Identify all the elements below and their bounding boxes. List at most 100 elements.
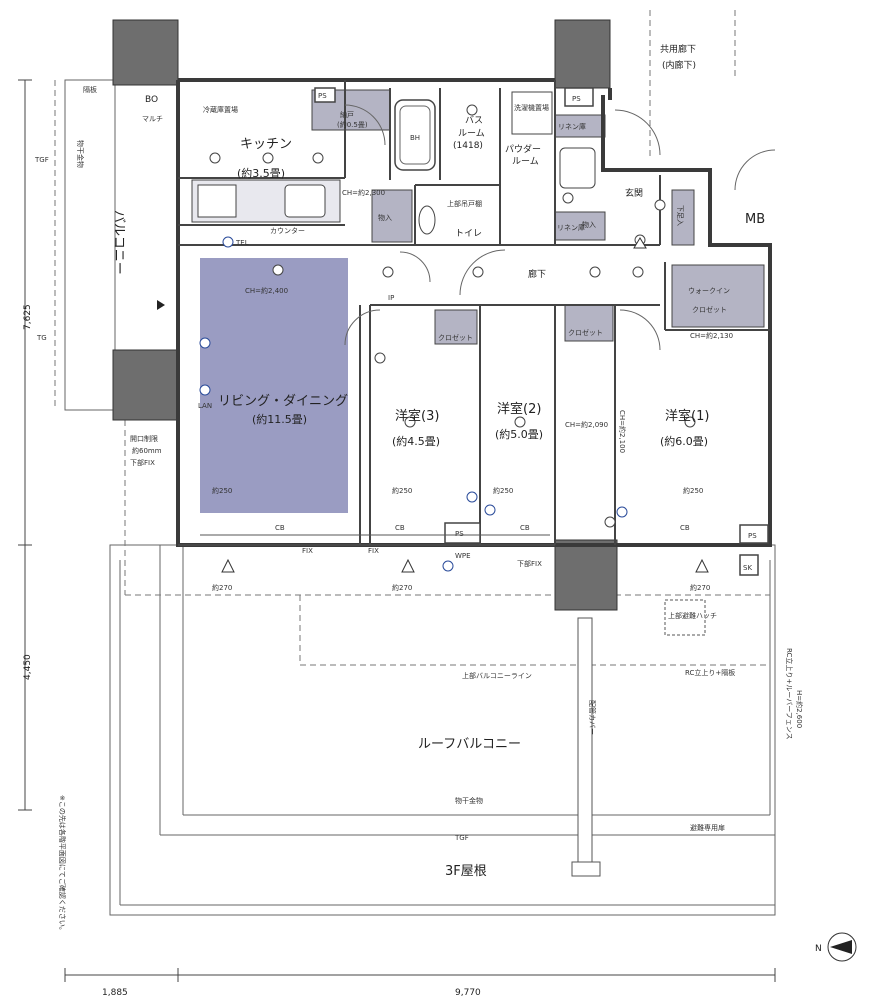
opening-limit: 開口制限 (130, 434, 158, 443)
d270-c: 約270 (690, 583, 710, 592)
walkin-name: ウォークイン (688, 287, 730, 295)
tgf2-label: TGF (454, 834, 469, 842)
cb-3: CB (520, 524, 530, 532)
shoe-label: 下足入 (676, 205, 684, 226)
closet-3: クロゼット (438, 333, 473, 342)
western1-name: 洋室(1) (665, 408, 709, 424)
dim-left-bottom: 4,450 (23, 654, 33, 680)
fix-label-1: FIX (302, 547, 313, 555)
fence-h-label: H=約2,600 (795, 690, 804, 728)
triangle-markers (221, 237, 709, 573)
partition-label: 隔板 (83, 85, 97, 94)
mb-name: MB (745, 212, 765, 227)
storage-label: 物入 (378, 213, 392, 222)
d250-c: 約250 (493, 486, 513, 495)
multi-label: マルチ (142, 115, 163, 123)
d270-a: 約270 (212, 583, 232, 592)
tel-label: TEL (235, 239, 249, 247)
evac-hatch-box (664, 599, 706, 636)
dimension-lines (18, 79, 776, 982)
bath-name2: ルーム (458, 128, 485, 139)
kitchen-name: キッチン (240, 137, 292, 152)
living-size: (約11.5畳) (252, 412, 307, 426)
ch-wic: CH=約2,130 (690, 331, 733, 340)
tgf-label: TGF (34, 156, 49, 164)
bo-label: BO (145, 95, 158, 105)
powder-name: パウダー (505, 143, 541, 155)
d270-b: 約270 (392, 583, 412, 592)
window-lines (178, 534, 555, 546)
compass-needle (830, 940, 852, 954)
roof-3f-name: 3F屋根 (445, 864, 487, 879)
ps-2: PS (572, 95, 581, 103)
walkin-name2: クロゼット (692, 305, 727, 314)
western3-name: 洋室(3) (395, 408, 439, 424)
roof-outlines (64, 79, 776, 916)
lower-fix-2: 下部FIX (130, 458, 155, 467)
shared-corridor-1: 共用廊下 (660, 43, 696, 55)
fixture-circles (209, 104, 696, 528)
nando-size: (約0.5畳) (337, 120, 368, 129)
upper-cabinet: 上部吊戸棚 (447, 199, 482, 208)
counter-label: カウンター (270, 226, 305, 235)
western1-size: (約6.0畳) (660, 434, 708, 448)
ps-1: PS (318, 92, 327, 100)
upper-balcony-line: 上部バルコニーライン (462, 671, 532, 680)
washbasin (559, 147, 596, 189)
pipe-cover-label: 配管カバー (588, 700, 597, 735)
rc-fence2-label: RC立上り+ルーバーフェンス (785, 648, 794, 740)
compass-label: N (815, 944, 822, 954)
ch-living: CH=約2,400 (245, 286, 288, 295)
cb-4: CB (680, 524, 690, 532)
pipe-base (571, 861, 601, 877)
opening-size: 約60mm (132, 446, 162, 455)
corridor-name: 廊下 (528, 268, 546, 280)
living-fill (200, 258, 348, 513)
columns (112, 19, 618, 611)
ps-4: PS (748, 532, 757, 540)
evac-door-label: 避難専用扉 (690, 823, 725, 832)
lan-label: LAN (198, 402, 212, 410)
cb-1: CB (275, 524, 285, 532)
toilet-bowl (418, 205, 436, 235)
toilet-name: トイレ (455, 229, 482, 239)
linen-label: リネン庫 (558, 122, 586, 131)
drying2-label: 物干金物 (455, 796, 483, 805)
washer-label: 洗濯機置場 (514, 103, 549, 112)
dim-bottom-left: 1,885 (102, 988, 128, 998)
d250-d: 約250 (683, 486, 703, 495)
cb-2: CB (395, 524, 405, 532)
western2-size: (約5.0畳) (495, 427, 543, 441)
western2-name: 洋室(2) (497, 401, 541, 417)
closet-2: クロゼット (568, 328, 603, 337)
tg-label: TG (36, 334, 47, 342)
ps-3: PS (455, 530, 464, 538)
ip-label: IP (388, 294, 394, 302)
ch-r1: CH=約2,100 (618, 410, 627, 453)
north-arrow (157, 300, 165, 310)
d250-b: 約250 (392, 486, 412, 495)
bath-size: (1418) (453, 141, 483, 151)
ch-kitchen: CH=約2,300 (342, 188, 385, 197)
rc-fence-label: RC立上り+隔板 (685, 668, 735, 677)
dim-bottom-right: 9,770 (455, 988, 481, 998)
storage-fills (311, 89, 765, 345)
fridge-label: 冷蔵庫置場 (203, 105, 238, 114)
m-markers (199, 236, 628, 572)
storage-b-label: 物入 (582, 220, 596, 229)
kitchen-sink (284, 184, 326, 218)
dim-left-top: 7,625 (23, 304, 33, 330)
ch-r2: CH=約2,090 (565, 420, 608, 429)
entrance-name: 玄関 (625, 187, 643, 199)
balcony-name: バルコニー (111, 210, 126, 275)
inner-walls (178, 80, 770, 545)
door-swings (344, 104, 776, 351)
lower-fix-1: 下部FIX (517, 559, 542, 568)
drying-label: 物干金物 (76, 140, 85, 168)
bathtub-inner (399, 105, 431, 165)
dashed-lines (54, 10, 770, 666)
linen2-label: リネン庫 (557, 223, 585, 232)
wpe-label: WPE (455, 552, 471, 560)
roof-balcony-name: ルーフバルコニー (418, 737, 521, 752)
